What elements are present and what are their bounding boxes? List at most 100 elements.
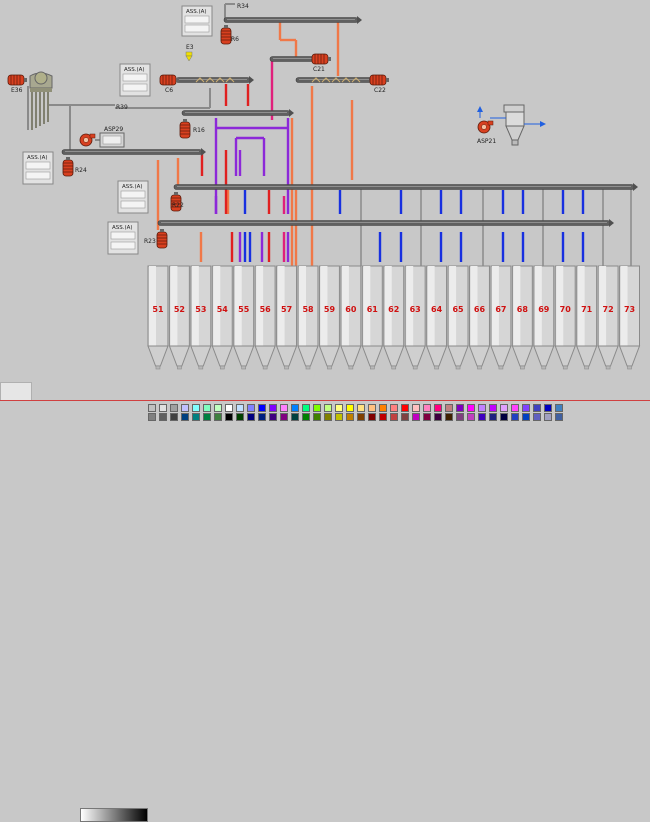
silo-57[interactable]: 57 <box>275 265 298 370</box>
color-swatch[interactable] <box>313 413 321 421</box>
color-swatch[interactable] <box>379 413 387 421</box>
silo-60[interactable]: 60 <box>340 265 362 370</box>
color-swatch[interactable] <box>533 404 541 412</box>
color-swatch[interactable] <box>478 404 486 412</box>
color-swatch[interactable] <box>236 413 244 421</box>
color-swatch[interactable] <box>214 404 222 412</box>
color-swatch[interactable] <box>489 413 497 421</box>
color-swatch[interactable] <box>555 404 563 412</box>
color-swatch[interactable] <box>368 404 376 412</box>
color-swatch[interactable] <box>511 404 519 412</box>
color-swatch[interactable] <box>357 413 365 421</box>
ass-panel-1[interactable]: ASS.(A) <box>181 5 213 37</box>
color-swatch[interactable] <box>434 413 442 421</box>
color-swatch[interactable] <box>291 413 299 421</box>
color-swatch[interactable] <box>159 404 167 412</box>
color-swatch[interactable] <box>445 413 453 421</box>
color-swatch[interactable] <box>269 413 277 421</box>
color-swatch[interactable] <box>379 404 387 412</box>
color-swatch[interactable] <box>214 413 222 421</box>
color-swatch[interactable] <box>390 413 398 421</box>
silo-59[interactable]: 59 <box>318 265 341 370</box>
color-swatch[interactable] <box>368 413 376 421</box>
color-swatch[interactable] <box>247 413 255 421</box>
color-swatch[interactable] <box>555 413 563 421</box>
color-swatch[interactable] <box>511 413 519 421</box>
color-swatch[interactable] <box>467 413 475 421</box>
color-swatch[interactable] <box>423 404 431 412</box>
silo-70[interactable]: 70 <box>554 265 576 370</box>
color-swatch[interactable] <box>522 413 530 421</box>
color-swatch[interactable] <box>269 404 277 412</box>
conveyor-r22[interactable] <box>173 183 638 191</box>
silo-67[interactable]: 67 <box>490 265 512 370</box>
motor-c22[interactable] <box>369 74 389 86</box>
conveyor-r34[interactable] <box>223 16 362 24</box>
color-swatch[interactable] <box>544 413 552 421</box>
silo-65[interactable]: 65 <box>447 265 469 370</box>
color-swatch[interactable] <box>324 413 332 421</box>
color-swatch[interactable] <box>247 404 255 412</box>
silo-53[interactable]: 53 <box>190 265 212 370</box>
filter-e36[interactable] <box>29 71 53 130</box>
color-swatch[interactable] <box>181 404 189 412</box>
silo-61[interactable]: 61 <box>361 265 384 370</box>
fan-asp21[interactable] <box>477 120 494 134</box>
color-swatch[interactable] <box>258 413 266 421</box>
color-swatch[interactable] <box>533 413 541 421</box>
color-swatch[interactable] <box>423 413 431 421</box>
color-swatch[interactable] <box>192 413 200 421</box>
motor-c21[interactable] <box>311 53 331 65</box>
silo-72[interactable]: 72 <box>597 265 619 370</box>
color-swatch[interactable] <box>203 404 211 412</box>
color-swatch[interactable] <box>401 413 409 421</box>
silo-71[interactable]: 71 <box>575 265 598 370</box>
color-swatch[interactable] <box>324 404 332 412</box>
color-swatch[interactable] <box>346 413 354 421</box>
color-swatch[interactable] <box>335 413 343 421</box>
color-swatch[interactable] <box>225 413 233 421</box>
motor-e36[interactable] <box>7 74 27 86</box>
motor-r23[interactable] <box>156 229 168 249</box>
color-swatch[interactable] <box>280 404 288 412</box>
color-swatch[interactable] <box>148 404 156 412</box>
color-swatch[interactable] <box>192 404 200 412</box>
color-swatch[interactable] <box>170 404 178 412</box>
color-swatch[interactable] <box>434 404 442 412</box>
color-swatch[interactable] <box>170 413 178 421</box>
motor-c6[interactable] <box>159 74 179 86</box>
asp29-filter-box[interactable] <box>99 132 125 148</box>
color-swatch[interactable] <box>346 404 354 412</box>
ass-panel-3[interactable]: ASS.(A) <box>22 151 54 185</box>
conveyor-c22[interactable] <box>295 76 376 84</box>
motor-r22[interactable] <box>170 192 182 212</box>
silo-52[interactable]: 52 <box>168 265 191 370</box>
silo-58[interactable]: 58 <box>297 265 319 370</box>
silo-63[interactable]: 63 <box>404 265 426 370</box>
ass-panel-2[interactable]: ASS.(A) <box>119 63 151 97</box>
color-swatch[interactable] <box>203 413 211 421</box>
color-swatch[interactable] <box>401 404 409 412</box>
color-swatch[interactable] <box>445 404 453 412</box>
conveyor-r24[interactable] <box>61 148 206 156</box>
asp21-cyclone[interactable] <box>477 104 546 146</box>
color-swatch[interactable] <box>280 413 288 421</box>
silo-56[interactable]: 56 <box>254 265 276 370</box>
silo-54[interactable]: 54 <box>211 265 233 370</box>
color-swatch[interactable] <box>335 404 343 412</box>
silo-55[interactable]: 55 <box>233 265 255 370</box>
motor-r24[interactable] <box>62 157 74 177</box>
status-box[interactable] <box>0 382 32 402</box>
conveyor-r16[interactable] <box>181 109 294 117</box>
silo-51[interactable]: 51 <box>147 265 169 370</box>
color-swatch[interactable] <box>500 413 508 421</box>
color-swatch[interactable] <box>313 404 321 412</box>
color-swatch[interactable] <box>148 413 156 421</box>
color-swatch[interactable] <box>544 404 552 412</box>
e3-indicator[interactable] <box>185 51 193 62</box>
color-swatch[interactable] <box>412 404 420 412</box>
color-swatch[interactable] <box>302 413 310 421</box>
silo-62[interactable]: 62 <box>383 265 405 370</box>
motor-r6[interactable] <box>220 25 232 45</box>
color-swatch[interactable] <box>181 413 189 421</box>
